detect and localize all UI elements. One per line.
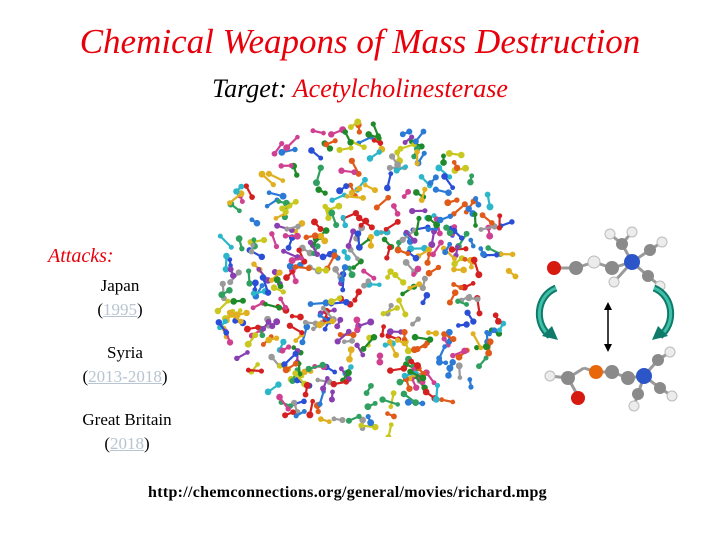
curved-arrow-right-icon	[652, 284, 675, 340]
attack-year-link[interactable]: 2018	[110, 434, 144, 453]
attack-item-great-britain: Great Britain (2018)	[52, 408, 202, 456]
attack-place: Great Britain	[82, 410, 172, 429]
attacks-heading: Attacks:	[48, 245, 114, 267]
subtitle-target: Acetylcholinesterase	[292, 74, 508, 103]
protein-structure-image	[214, 118, 519, 437]
subtitle-label: Target:	[212, 74, 287, 103]
acetylcholine-molecule-image	[538, 220, 718, 420]
curved-arrow-left-icon	[535, 284, 558, 340]
attack-item-syria: Syria (2013-2018)	[55, 341, 195, 389]
attack-item-japan: Japan (1995)	[60, 274, 180, 322]
attack-place: Syria	[107, 343, 143, 362]
attack-year-link[interactable]: 2013-2018	[88, 367, 162, 386]
slide-subtitle: Target: Acetylcholinesterase	[0, 74, 720, 104]
attack-year-link[interactable]: 1995	[103, 300, 137, 319]
movie-url-link[interactable]: http://chemconnections.org/general/movie…	[148, 484, 547, 501]
slide-title: Chemical Weapons of Mass Destruction	[79, 22, 641, 61]
attack-place: Japan	[100, 276, 140, 295]
